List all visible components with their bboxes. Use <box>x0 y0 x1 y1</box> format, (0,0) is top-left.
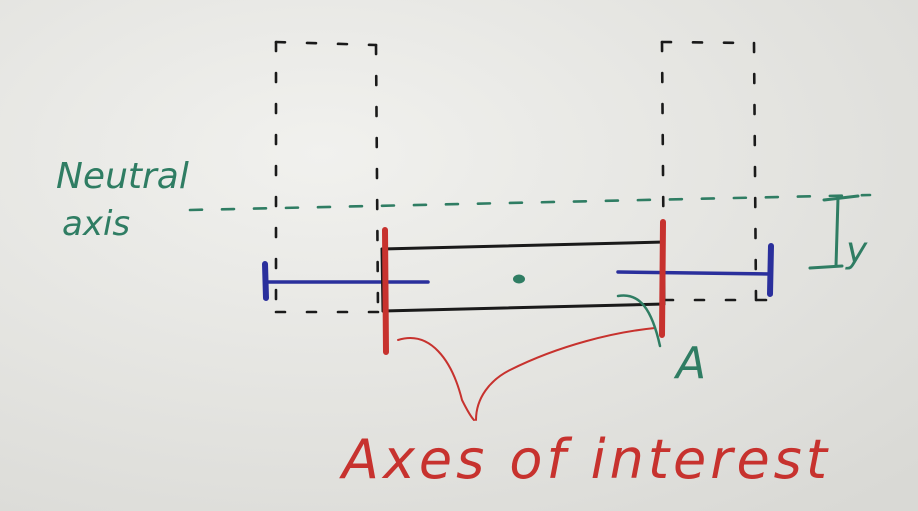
left-dashed-flange-outline <box>274 40 380 314</box>
left-blue-flange-line <box>262 261 430 301</box>
area-leader-line <box>616 294 662 348</box>
axes-of-interest-label: Axes of interest <box>339 428 831 491</box>
centroid-dot <box>513 274 525 284</box>
axes-of-interest-lines <box>382 219 666 355</box>
neutral-axis-label-line2: axis <box>62 204 130 244</box>
right-blue-flange-line <box>616 243 774 297</box>
area-label: A <box>673 338 706 389</box>
neutral-axis-label-line1: Neutral <box>56 156 189 197</box>
offset-y-bracket <box>808 194 860 270</box>
right-dashed-flange-outline <box>660 40 772 302</box>
offset-y-label: y <box>845 230 868 271</box>
axes-of-interest-pointers <box>397 327 656 421</box>
